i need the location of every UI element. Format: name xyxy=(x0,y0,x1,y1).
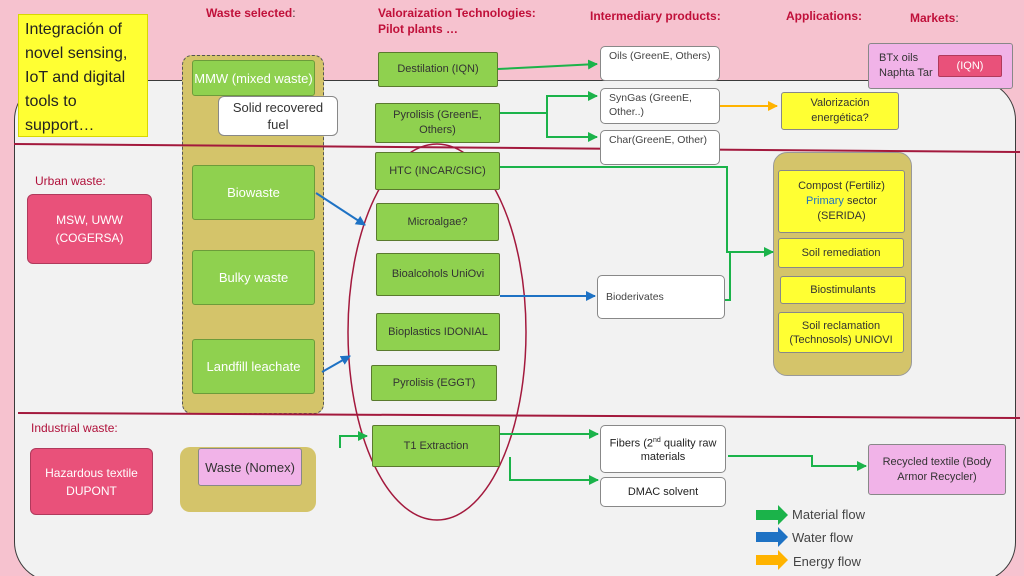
tech-distillation: Destilation (IQN) xyxy=(378,52,498,87)
flow-htc-soil xyxy=(500,166,774,257)
waste-biowaste: Biowaste xyxy=(192,165,315,220)
app-soil-reclamation: Soil reclamation (Technosols) UNIOVI xyxy=(778,312,904,353)
flow-t1-dmac xyxy=(509,457,599,485)
industrial-separator xyxy=(17,412,1021,419)
product-fibers: Fibers (2nd quality raw materials xyxy=(600,425,726,473)
legend-material-arrow xyxy=(756,505,788,525)
flow-distillation-oils xyxy=(497,59,598,70)
waste-bulky: Bulky waste xyxy=(192,250,315,305)
intro-note: Integración of novel sensing, IoT and di… xyxy=(18,14,148,137)
legend-water-arrow xyxy=(756,527,788,547)
app-valorizacion: Valorización energética? xyxy=(781,92,899,130)
flow-bioderivates-up xyxy=(725,252,731,301)
source-msw: MSW, UWW (COGERSA) xyxy=(27,194,152,264)
flow-biowaste-microalgae xyxy=(315,192,366,226)
pilot-plants-ellipse xyxy=(347,143,527,521)
legend-material: Material flow xyxy=(792,507,865,522)
app-compost: Compost (Fertiliz)Primary sector(SERIDA) xyxy=(778,170,905,233)
waste-nomex: Waste (Nomex) xyxy=(198,448,302,486)
tech-bioplastics: Bioplastics IDONIAL xyxy=(376,313,500,351)
section-industrial-label: Industrial waste: xyxy=(31,421,118,435)
tech-pyrolisis-eggt: Pyrolisis (EGGT) xyxy=(371,365,497,401)
flow-pyrolisis-syngas xyxy=(500,91,598,114)
tech-t1-extraction: T1 Extraction xyxy=(372,425,500,467)
header-technologies: Valoraization Technologies:Pilot plants … xyxy=(378,6,536,36)
waste-mmw: MMW (mixed waste) xyxy=(192,60,315,96)
waste-landfill-leachate: Landfill leachate xyxy=(192,339,315,394)
legend-energy-arrow xyxy=(756,550,788,570)
tech-microalgae: Microalgae? xyxy=(376,203,499,241)
product-char: Char(GreenE, Other) xyxy=(600,130,720,165)
product-syngas: SynGas (GreenE, Other..) xyxy=(600,88,720,124)
urban-separator xyxy=(13,143,1021,153)
product-dmac: DMAC solvent xyxy=(600,477,726,507)
header-waste-selected: Waste selected: xyxy=(206,6,296,20)
header-markets: Markets: xyxy=(910,11,959,25)
tech-htc: HTC (INCAR/CSIC) xyxy=(375,152,500,190)
waste-srf: Solid recovered fuel xyxy=(218,96,338,136)
tech-pyrolisis-greene: Pyrolisis (GreenE, Others) xyxy=(375,103,500,143)
flow-fibers-recycled xyxy=(728,455,867,471)
app-soil-remediation: Soil remediation xyxy=(778,238,904,268)
flow-pyrolisis-char xyxy=(546,113,598,142)
header-applications: Applications: xyxy=(786,9,863,23)
tech-bioalcohols: Bioalcohols UniOvi xyxy=(376,253,500,296)
source-hazardous-textile: Hazardous textile DUPONT xyxy=(30,448,153,515)
product-oils: Oils (GreenE, Others) xyxy=(600,46,720,81)
header-intermediary: Intermediary products: xyxy=(590,9,721,23)
app-biostimulants: Biostimulants xyxy=(780,276,906,304)
flow-waste-t1 xyxy=(339,431,368,448)
legend-energy: Energy flow xyxy=(793,554,861,569)
product-bioderivates: Bioderivates xyxy=(597,275,725,319)
market-recycled-textile: Recycled textile (Body Armor Recycler) xyxy=(868,444,1006,495)
section-urban-label: Urban waste: xyxy=(35,174,106,188)
market-iqn-badge: (IQN) xyxy=(938,55,1002,77)
flow-landfill-microalgae xyxy=(321,355,351,373)
legend-water: Water flow xyxy=(792,530,853,545)
